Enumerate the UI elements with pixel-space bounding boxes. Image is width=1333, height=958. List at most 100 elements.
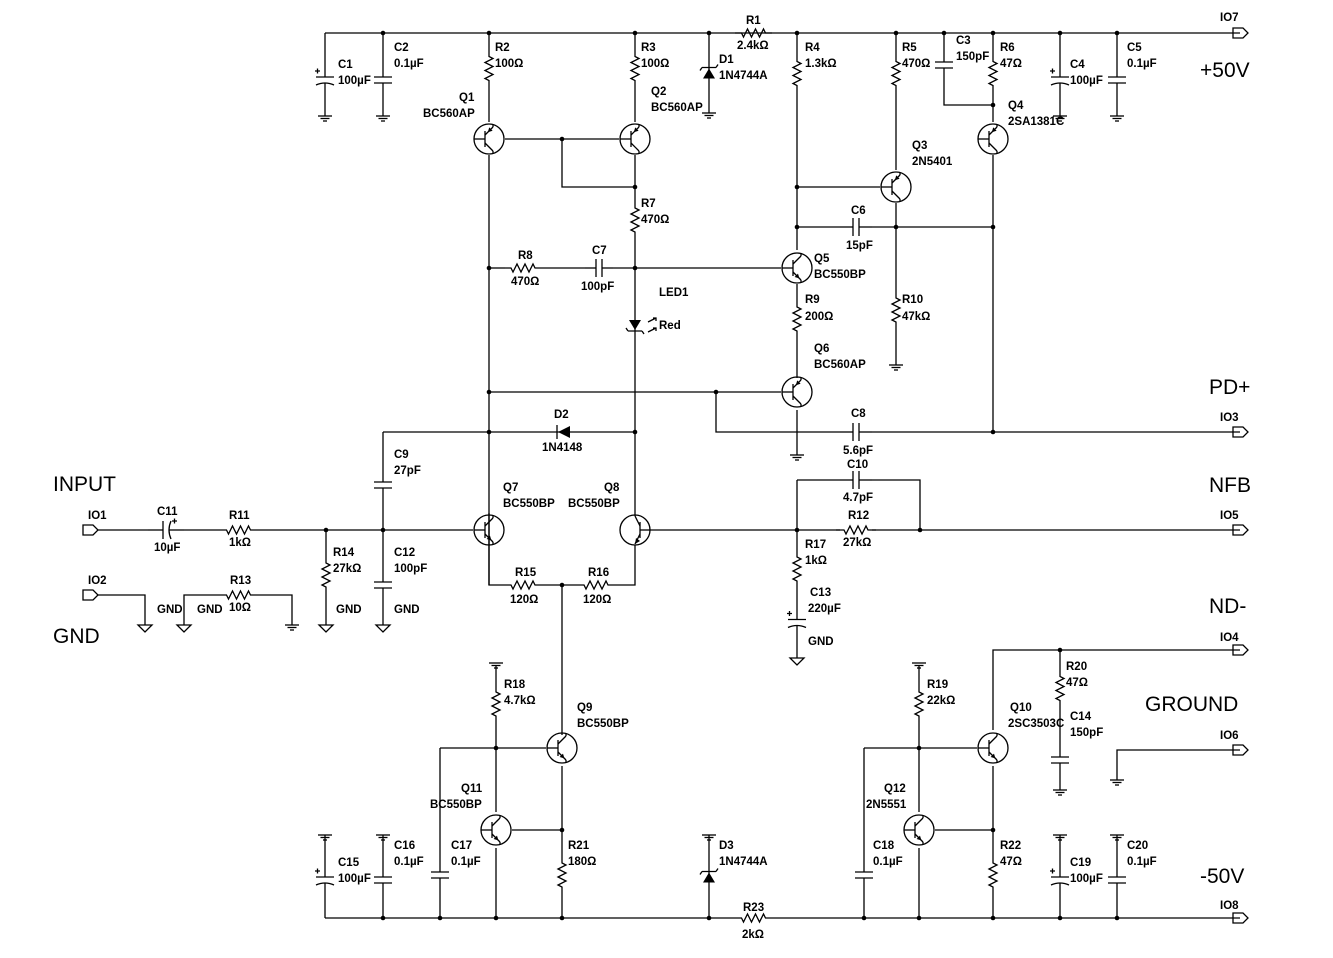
label-value-r6: 47Ω [1000, 58, 1022, 70]
label-ref-q11: Q11 [461, 783, 483, 795]
port-label-io4: IO4 [1220, 632, 1239, 644]
label-ref-d2: D2 [554, 409, 569, 421]
junction-dot [493, 915, 499, 921]
label-value-d2: 1N4148 [542, 442, 583, 454]
junction-dots [323, 30, 1120, 921]
label-ref-q9: Q9 [577, 702, 592, 714]
junction-dot [941, 30, 947, 36]
capacitor-c18 [855, 860, 873, 890]
label-ref-r20: R20 [1066, 661, 1087, 673]
label-ref-r19: R19 [927, 679, 948, 691]
junction-dot [794, 184, 800, 190]
label-value-c20: 0.1µF [1127, 856, 1157, 868]
label-value-r22: 47Ω [1000, 856, 1022, 868]
label-value-c9: 27pF [394, 465, 421, 477]
label-ref-c12: C12 [394, 547, 415, 559]
label-ref-c16: C16 [394, 840, 415, 852]
label-value-q6: BC560AP [814, 359, 866, 371]
label-ref-q2: Q2 [651, 86, 666, 98]
resistor-r5 [890, 55, 902, 92]
resistor-r3 [629, 55, 641, 82]
ground-symbol [1110, 115, 1124, 122]
junction-dot [990, 224, 996, 230]
gnd-text: GND [394, 604, 420, 616]
ground-symbol [318, 115, 332, 122]
junction-dot [1114, 915, 1120, 921]
net-label-pd: PD+ [1209, 376, 1250, 399]
capacitor-c2 [374, 60, 392, 100]
label-value-r10: 47kΩ [902, 311, 930, 323]
label-ref-r5: R5 [902, 42, 917, 54]
junction-dot [990, 827, 996, 833]
label-ref-r13: R13 [230, 575, 251, 587]
label-ref-c9: C9 [394, 449, 409, 461]
capacitor-c5 [1108, 60, 1126, 100]
label-value-q11: BC550BP [430, 799, 482, 811]
label-value-r9: 200Ω [805, 311, 833, 323]
capacitor-c16 [374, 860, 392, 900]
net-label-input: INPUT [53, 473, 116, 496]
label-ref-c15: C15 [338, 857, 360, 869]
label-ref-r9: R9 [805, 294, 820, 306]
label-ref-r11: R11 [229, 510, 250, 522]
label-value-r15: 120Ω [510, 594, 538, 606]
label-value-q7: BC550BP [503, 498, 555, 510]
capacitor-c17 [431, 860, 449, 890]
junction-dot [486, 265, 492, 271]
label-ref-r8: R8 [518, 250, 533, 262]
transistor-q12 [903, 814, 935, 846]
wire [715, 392, 840, 433]
ground-symbol [376, 834, 390, 841]
junction-dot [990, 915, 996, 921]
label-ref-c4: C4 [1070, 59, 1085, 71]
gnd-text: GND [197, 604, 223, 616]
wire [98, 594, 146, 625]
wire [1116, 749, 1240, 780]
resistor-r22 [987, 860, 999, 890]
label-value-c1: 100µF [338, 75, 371, 87]
port-label-io3: IO3 [1220, 412, 1239, 424]
junction-dot [380, 915, 386, 921]
junction-dot [794, 30, 800, 36]
label-value-c10: 4.7pF [843, 492, 873, 504]
label-ref-r16: R16 [588, 567, 609, 579]
label-ref-r17: R17 [805, 539, 826, 551]
junction-dot [486, 30, 492, 36]
label-value-q2: BC560AP [651, 102, 703, 114]
label-value-r8: 470Ω [511, 276, 539, 288]
ground-symbol [1053, 834, 1067, 841]
junction-dot [1057, 915, 1063, 921]
resistor-r20 [1054, 675, 1066, 702]
port-label-io8: IO8 [1220, 900, 1239, 912]
label-value-r14: 27kΩ [333, 563, 361, 575]
label-value-r20: 47Ω [1066, 677, 1088, 689]
wire [943, 80, 993, 106]
port-io2 [82, 589, 99, 601]
label-ref-r21: R21 [568, 840, 590, 852]
transistor-q3 [880, 171, 912, 203]
label-value-r18: 4.7kΩ [504, 695, 536, 707]
port-label-io6: IO6 [1220, 730, 1239, 742]
junction-dot [706, 30, 712, 36]
resistor-r8 [505, 262, 541, 274]
junction-dot [632, 30, 638, 36]
junction-dot [559, 915, 565, 921]
led-led1 [625, 310, 645, 340]
label-ref-c2: C2 [394, 42, 409, 54]
label-ref-r1: R1 [746, 15, 761, 27]
port-io5 [1232, 524, 1249, 536]
label-value-r4: 1.3kΩ [805, 58, 837, 70]
ground-symbol [374, 624, 392, 633]
label-value-c18: 0.1µF [873, 856, 903, 868]
label-ref-c17: C17 [451, 840, 472, 852]
transistor-q9 [546, 732, 578, 764]
capacitor-c1 [315, 60, 335, 100]
label-value-c8: 5.6pF [843, 445, 873, 457]
label-ref-c6: C6 [851, 205, 866, 217]
resistor-r6 [987, 55, 999, 92]
label-ref-c3: C3 [956, 35, 971, 47]
label-ref-q10: Q10 [1010, 702, 1032, 714]
label-ref-c11: C11 [157, 506, 178, 518]
label-value-r17: 1kΩ [805, 555, 827, 567]
ground-symbol [702, 834, 716, 841]
